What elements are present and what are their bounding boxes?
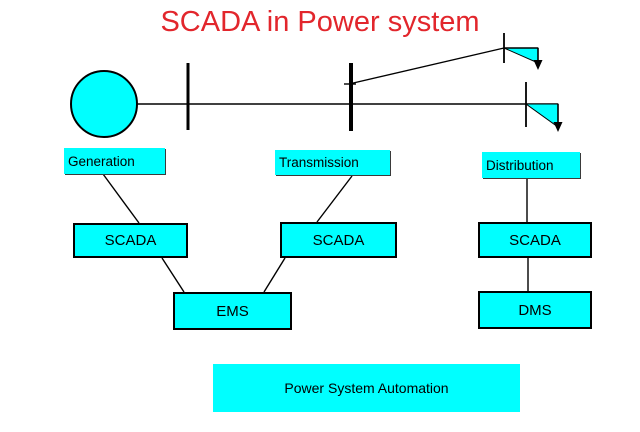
connector-scada-ems-left <box>161 257 185 293</box>
feeder-diagonal-line <box>348 47 505 85</box>
load1-triangle-icon <box>503 47 539 64</box>
connector-scada-ems-right <box>263 257 286 293</box>
load2-triangle-icon <box>524 103 559 128</box>
transmission-label: Transmission <box>275 150 390 175</box>
power-system-automation-box: Power System Automation <box>213 364 520 412</box>
ems-box: EMS <box>173 292 292 330</box>
page-title: SCADA in Power system <box>160 6 480 38</box>
scada-distribution-box: SCADA <box>478 222 592 258</box>
connector-generation-scada <box>102 173 140 224</box>
distribution-label: Distribution <box>482 152 580 178</box>
dms-box: DMS <box>478 291 592 329</box>
scada-transmission-box: SCADA <box>280 222 397 258</box>
load2-arrowhead-icon <box>553 122 563 132</box>
scada-generation-box: SCADA <box>73 223 188 258</box>
generator-circle-icon <box>70 70 138 138</box>
connector-transmission-scada <box>316 175 353 223</box>
load1-arrowhead-icon <box>533 60 543 70</box>
generation-label: Generation <box>64 148 165 174</box>
